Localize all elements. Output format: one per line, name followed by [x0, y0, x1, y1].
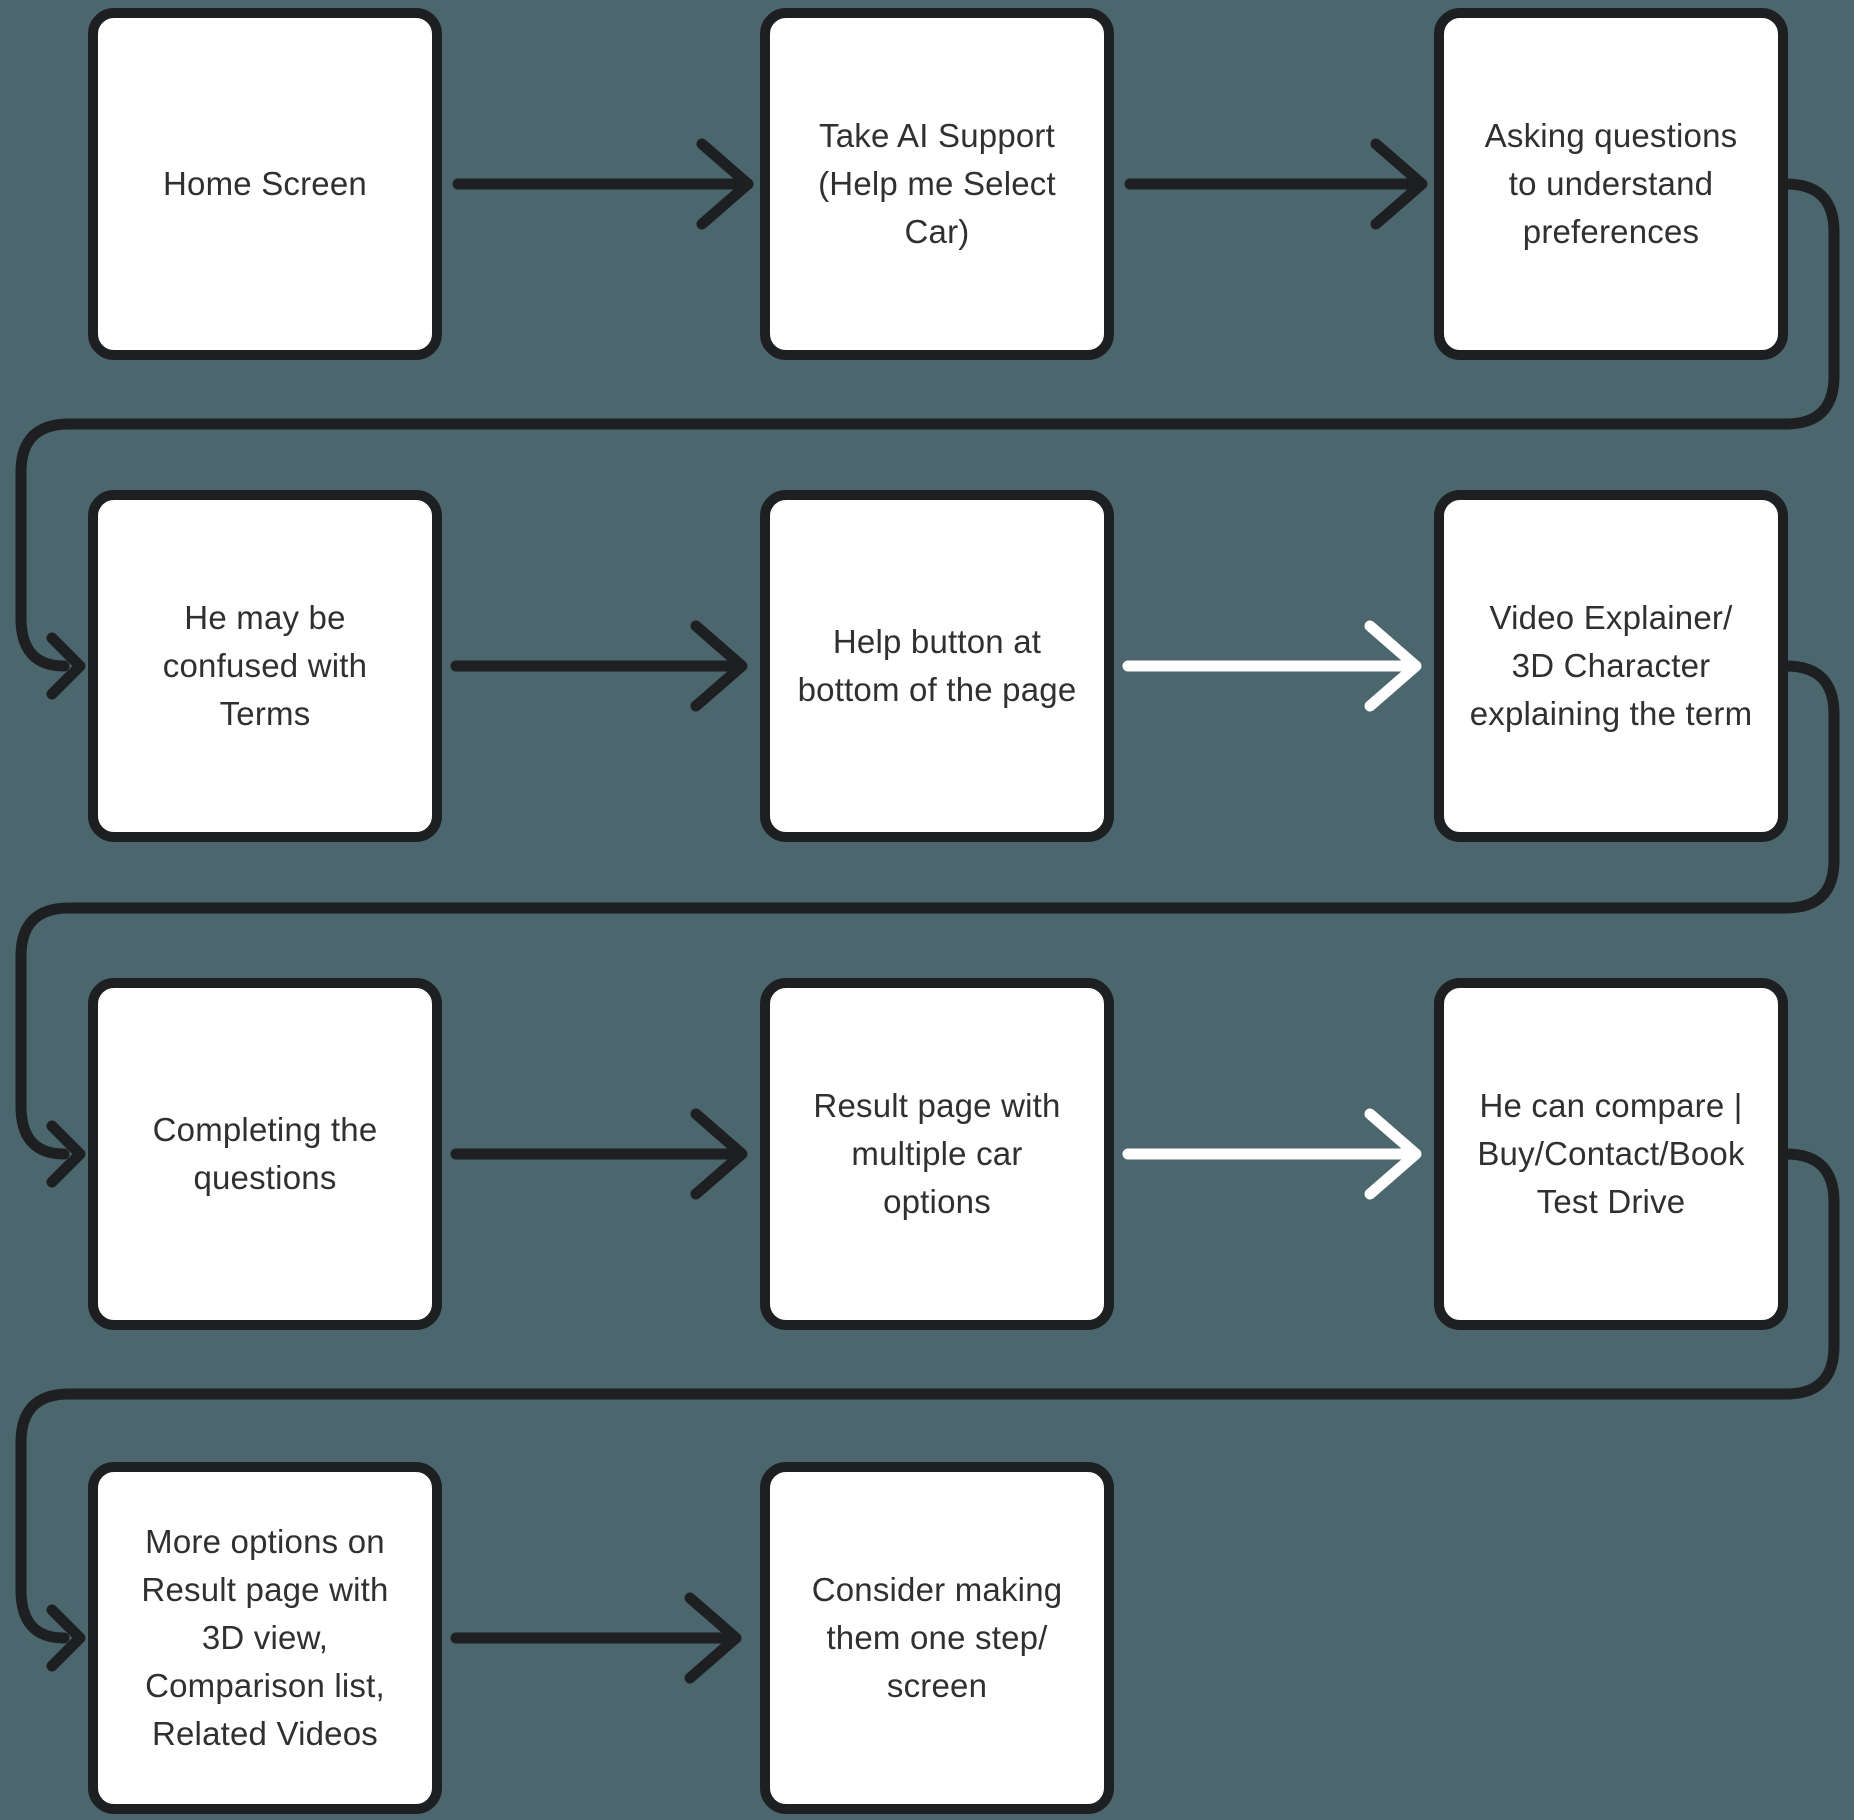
- node-label: Completing the questions: [152, 1111, 378, 1196]
- node-compare-actions: He can compare | Buy/Contact/Book Test D…: [1434, 978, 1788, 1330]
- node-label: Home Screen: [163, 165, 367, 202]
- edge-wrap-asking-questions-to-confused: [15, 178, 1840, 700]
- node-consider-one-step: Consider making them one step/ screen: [760, 1462, 1114, 1814]
- edge-home-to-ai-support: [452, 138, 754, 230]
- edge-more-options-to-consider: [450, 1592, 742, 1684]
- node-confused-with-terms: He may be confused with Terms: [88, 490, 442, 842]
- node-label: He may be confused with Terms: [162, 599, 368, 732]
- node-video-explainer: Video Explainer/ 3D Character explaining…: [1434, 490, 1788, 842]
- node-asking-questions: Asking questions to understand preferenc…: [1434, 8, 1788, 360]
- node-label: Consider making them one step/ screen: [811, 1571, 1063, 1704]
- node-label: Asking questions to understand preferenc…: [1484, 117, 1738, 250]
- node-take-ai-support: Take AI Support (Help me Select Car): [760, 8, 1114, 360]
- edge-wrap-compare-to-more-options: [15, 1148, 1840, 1672]
- node-label: More options on Result page with 3D view…: [141, 1523, 389, 1752]
- edge-wrap-video-explainer-to-completing: [15, 660, 1840, 1188]
- node-label: Result page with multiple car options: [813, 1087, 1061, 1220]
- edge-result-page-to-compare: [1122, 1108, 1422, 1200]
- node-result-page: Result page with multiple car options: [760, 978, 1114, 1330]
- node-help-button: Help button at bottom of the page: [760, 490, 1114, 842]
- node-home-screen: Home Screen: [88, 8, 442, 360]
- node-label: He can compare | Buy/Contact/Book Test D…: [1477, 1087, 1745, 1220]
- node-label: Help button at bottom of the page: [797, 623, 1077, 708]
- edge-ai-support-to-asking-questions: [1124, 138, 1428, 230]
- edge-help-button-to-video-explainer: [1122, 620, 1422, 712]
- node-more-options: More options on Result page with 3D view…: [88, 1462, 442, 1814]
- edge-confused-to-help-button: [450, 620, 748, 712]
- node-label: Take AI Support (Help me Select Car): [818, 117, 1056, 250]
- node-completing-questions: Completing the questions: [88, 978, 442, 1330]
- edge-completing-to-result-page: [450, 1108, 748, 1200]
- node-label: Video Explainer/ 3D Character explaining…: [1469, 599, 1753, 732]
